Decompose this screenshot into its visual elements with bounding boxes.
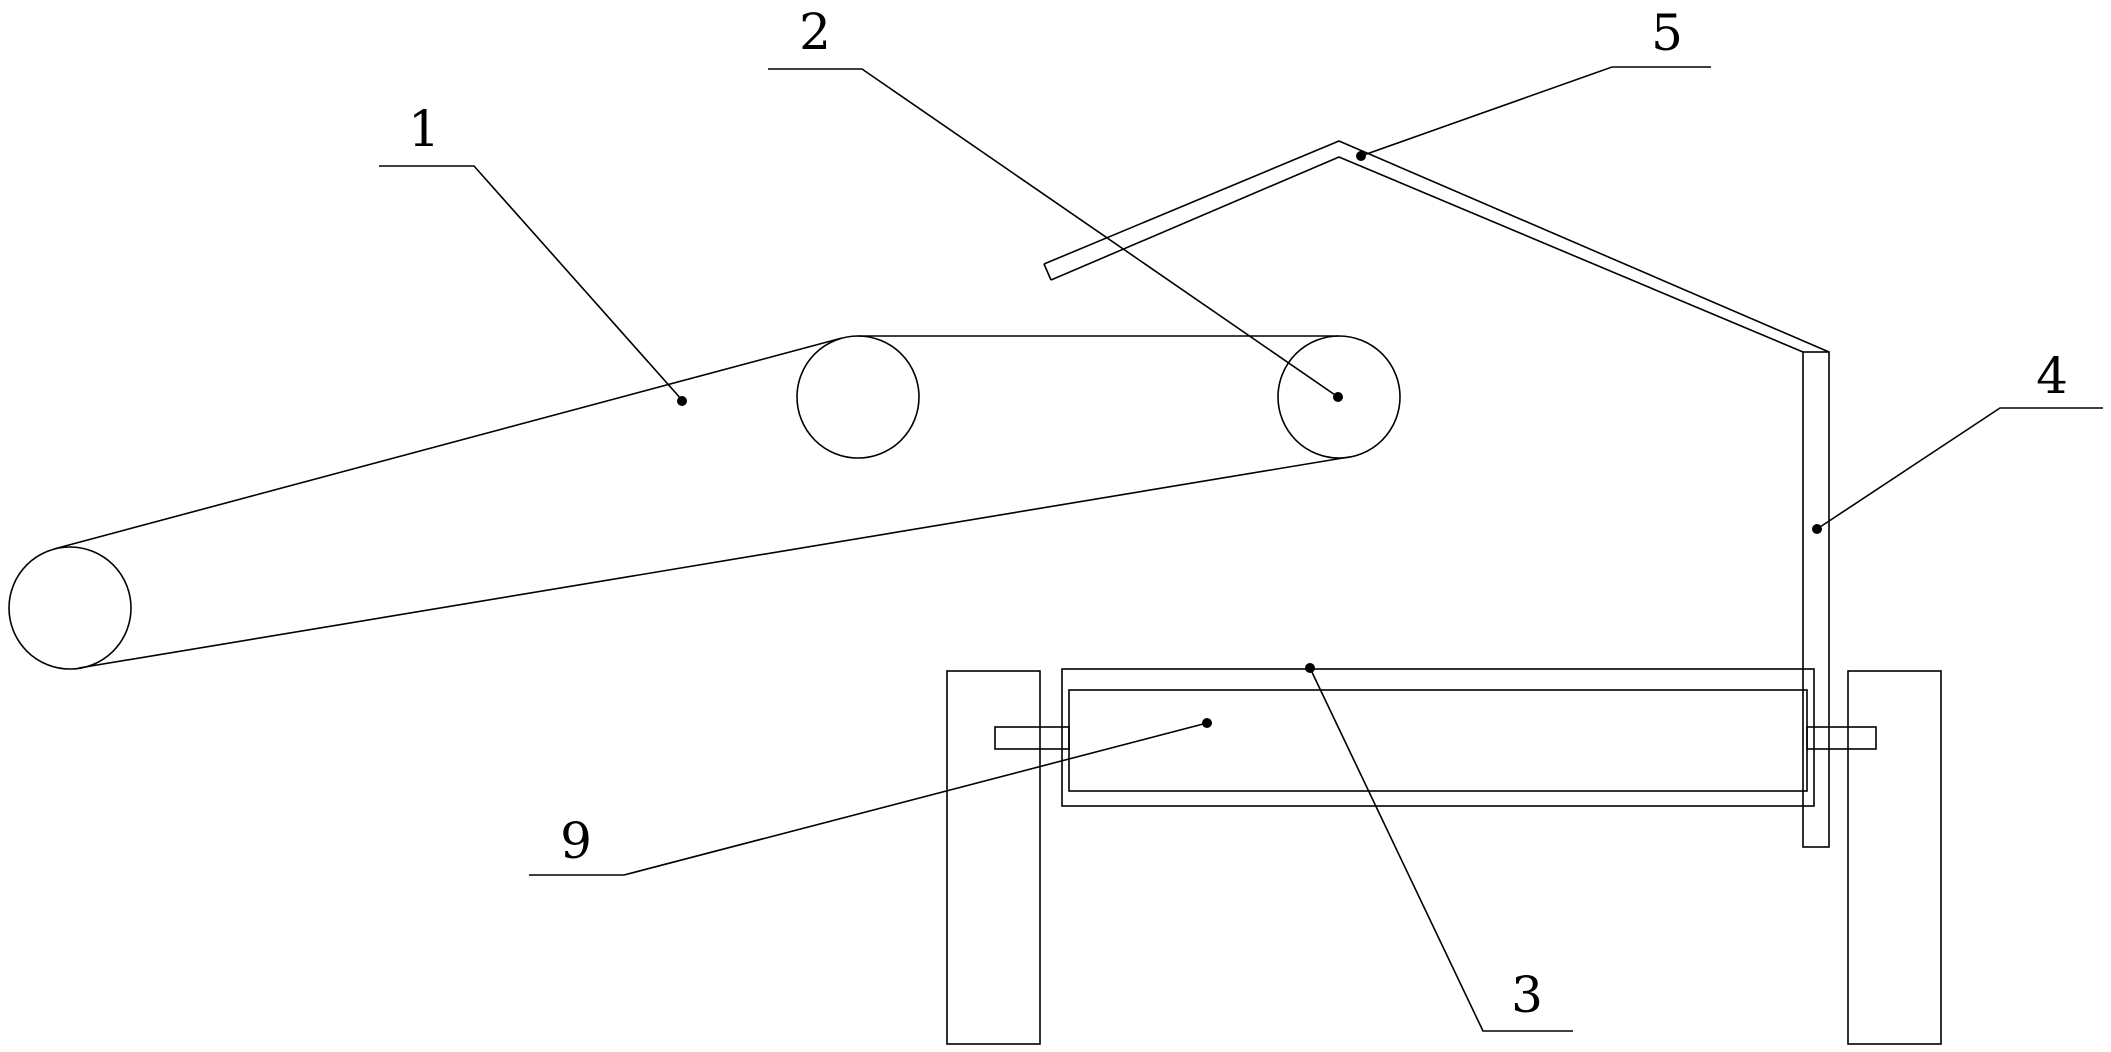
- leader-2: [768, 68, 1343, 402]
- label-9: 9: [560, 812, 592, 870]
- label-3: 3: [1511, 966, 1543, 1024]
- leader-3: [1305, 663, 1573, 1032]
- deflector-inner-edge: [1050, 156, 1804, 353]
- leader-1-dot: [677, 396, 687, 406]
- deflector-outer-edge: [1043, 140, 1830, 353]
- label-2: 2: [799, 3, 831, 61]
- left-axle: [994, 726, 1070, 750]
- roller-drum: [1068, 689, 1808, 792]
- leader-5: [1356, 66, 1711, 161]
- deflector-plate: [1043, 140, 1830, 353]
- leader-9: [529, 718, 1212, 876]
- right-frame-column: [1847, 670, 1942, 1045]
- middle-pulley: [796, 335, 920, 459]
- belt-lower-segment: [78, 456, 1350, 669]
- leader-4-dot: [1812, 524, 1822, 534]
- trough-frame: [1061, 668, 1815, 807]
- leader-2-dot: [1333, 392, 1343, 402]
- leader-5-dot: [1356, 151, 1366, 161]
- leader-3-dot: [1305, 663, 1315, 673]
- conveyor-belt: [8, 335, 1401, 670]
- label-1: 1: [408, 100, 440, 158]
- label-4: 4: [2036, 347, 2068, 405]
- leader-4: [1812, 407, 2103, 534]
- belt-upper-segment: [53, 337, 843, 550]
- left-frame-column: [946, 670, 1041, 1045]
- lower-pulley: [8, 546, 132, 670]
- leader-1: [379, 165, 687, 406]
- deflector-end-cap: [1043, 263, 1052, 281]
- label-5: 5: [1651, 4, 1683, 62]
- vertical-support-bar: [1802, 351, 1830, 848]
- leader-9-dot: [1202, 718, 1212, 728]
- right-axle: [1806, 726, 1877, 750]
